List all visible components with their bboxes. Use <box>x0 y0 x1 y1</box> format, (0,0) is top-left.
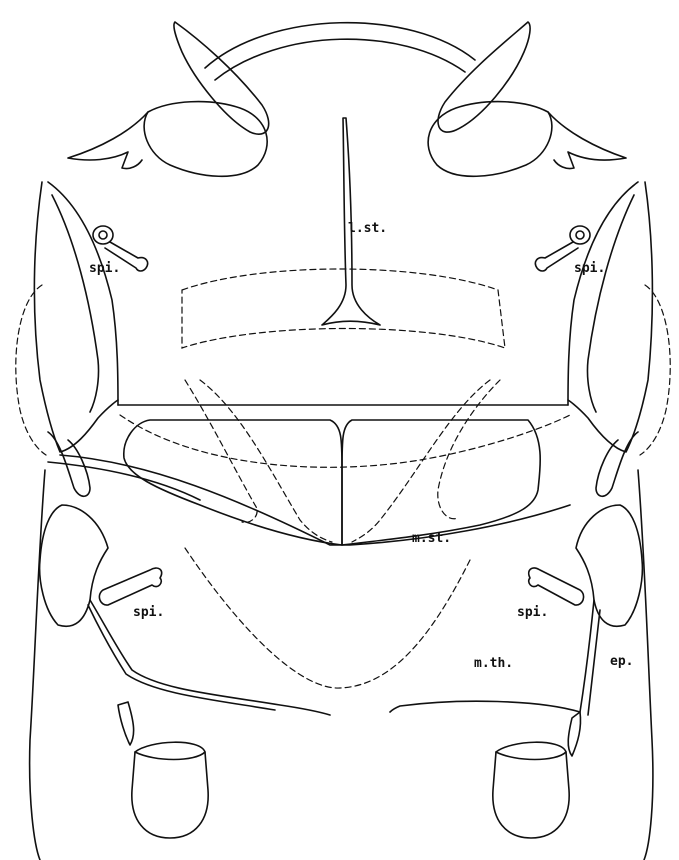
label-spiracle-upper-left: spi. <box>89 261 120 276</box>
left-hind-coxa <box>132 742 208 838</box>
mesosternum <box>48 420 570 545</box>
label-spiracle-upper-right: spi. <box>574 261 605 276</box>
label-spiracle-lower-left: spi. <box>133 605 164 620</box>
dorsal-arch <box>205 23 475 80</box>
spiracle-lower-right <box>529 568 584 605</box>
right-pleuron <box>568 182 670 496</box>
label-episternum: ep. <box>610 654 633 669</box>
right-fore-coxa <box>428 22 626 176</box>
left-pleuron <box>16 182 118 496</box>
label-mesosternum: m.st. <box>412 531 451 546</box>
internal-plate-outline <box>182 269 505 348</box>
label-lamina-stalk: l.st. <box>348 221 387 236</box>
right-hind-coxa <box>493 742 569 838</box>
left-mesopleuron <box>30 470 330 860</box>
spiracle-lower-left <box>99 568 161 605</box>
internal-apodemes <box>120 380 570 688</box>
label-spiracle-lower-right: spi. <box>517 605 548 620</box>
label-metathorax: m.th. <box>474 656 513 671</box>
